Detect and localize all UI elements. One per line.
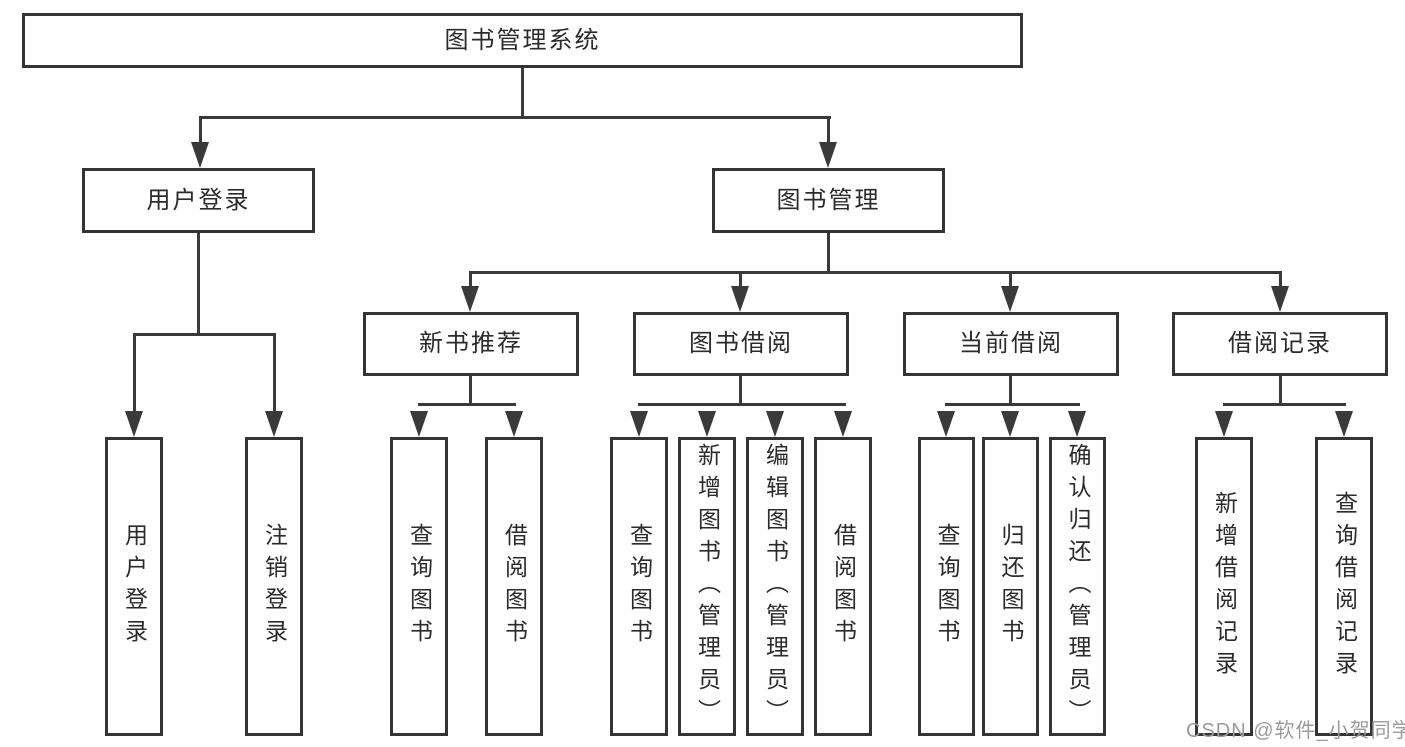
- connector-bb-vline: [739, 373, 742, 406]
- connector-cb-vline: [1009, 373, 1012, 406]
- leaf-user-login: 用户登录: [105, 437, 163, 736]
- leaf-logout: 注销登录: [245, 437, 303, 736]
- connector-mgmt-stem-4: [1279, 271, 1282, 288]
- connector-mgmt-stem-2: [739, 271, 742, 288]
- node-new-book-recommend: 新书推荐: [363, 312, 579, 376]
- connector-bb-hline: [638, 403, 846, 406]
- arrowhead-to-bb-edit: [766, 411, 784, 437]
- arrowhead-to-cb-query: [937, 411, 955, 437]
- connector-nb-vline: [469, 373, 472, 406]
- node-current-borrowing: 当前借阅: [903, 312, 1119, 376]
- connector-mgmt-stem-3: [1009, 271, 1012, 288]
- arrowhead-to-bb-add: [698, 411, 716, 437]
- connector-root-hline: [199, 116, 831, 119]
- arrowhead-to-cb-confirm: [1068, 411, 1086, 437]
- connector-mgmt-hline: [469, 271, 1282, 274]
- connector-br-vline: [1279, 373, 1282, 406]
- node-user-login: 用户登录: [82, 168, 315, 233]
- leaf-bb-borrow-books: 借阅图书: [814, 437, 872, 736]
- connector-user-stem-1: [133, 333, 136, 413]
- leaf-cb-confirm-return-admin: 确认归还（管理员）: [1049, 437, 1106, 736]
- arrowhead-to-nb-query: [410, 411, 428, 437]
- leaf-br-query-record: 查询借阅记录: [1315, 437, 1373, 736]
- connector-cb-hline: [945, 403, 1080, 406]
- leaf-nb-borrow-books: 借阅图书: [485, 437, 543, 736]
- arrowhead-to-new-book-recommend: [461, 286, 479, 312]
- connector-root-stem-mgmt: [827, 116, 830, 146]
- connector-root-stem-user: [199, 116, 202, 146]
- arrowhead-to-user-login: [191, 142, 209, 168]
- node-book-borrowing: 图书借阅: [633, 312, 849, 376]
- arrowhead-to-book-management: [819, 142, 837, 168]
- arrowhead-to-leaf-logout: [265, 411, 283, 437]
- connector-user-stem-2: [273, 333, 276, 413]
- arrowhead-to-br-add: [1215, 411, 1233, 437]
- arrowhead-to-nb-borrow: [505, 411, 523, 437]
- arrowhead-to-borrowing-records: [1271, 286, 1289, 312]
- node-borrowing-records: 借阅记录: [1172, 312, 1388, 376]
- connector-br-hline: [1223, 403, 1346, 406]
- leaf-bb-add-books-admin: 新增图书（管理员）: [678, 437, 736, 736]
- node-book-management: 图书管理: [712, 168, 945, 233]
- arrowhead-to-current-borrowing: [1001, 286, 1019, 312]
- leaf-cb-return-books: 归还图书: [982, 437, 1039, 736]
- connector-nb-hline: [418, 403, 516, 406]
- leaf-cb-query-books: 查询图书: [918, 437, 975, 736]
- leaf-br-add-record: 新增借阅记录: [1195, 437, 1253, 736]
- leaf-bb-edit-books-admin: 编辑图书（管理员）: [746, 437, 804, 736]
- arrowhead-to-br-query: [1335, 411, 1353, 437]
- arrowhead-to-leaf-user-login: [125, 411, 143, 437]
- leaf-nb-query-books: 查询图书: [390, 437, 448, 736]
- connector-user-hline: [133, 333, 276, 336]
- connector-root-vline: [521, 66, 524, 118]
- arrowhead-to-bb-borrow: [834, 411, 852, 437]
- arrowhead-to-book-borrowing: [731, 286, 749, 312]
- csdn-watermark: CSDN @软件_小贺同学: [1186, 720, 1405, 742]
- connector-mgmt-vline: [827, 231, 830, 274]
- arrowhead-to-bb-query: [630, 411, 648, 437]
- connector-mgmt-stem-1: [469, 271, 472, 288]
- leaf-bb-query-books: 查询图书: [610, 437, 668, 736]
- node-root-book-management-system: 图书管理系统: [22, 13, 1023, 68]
- arrowhead-to-cb-return: [1001, 411, 1019, 437]
- connector-user-vline: [197, 231, 200, 336]
